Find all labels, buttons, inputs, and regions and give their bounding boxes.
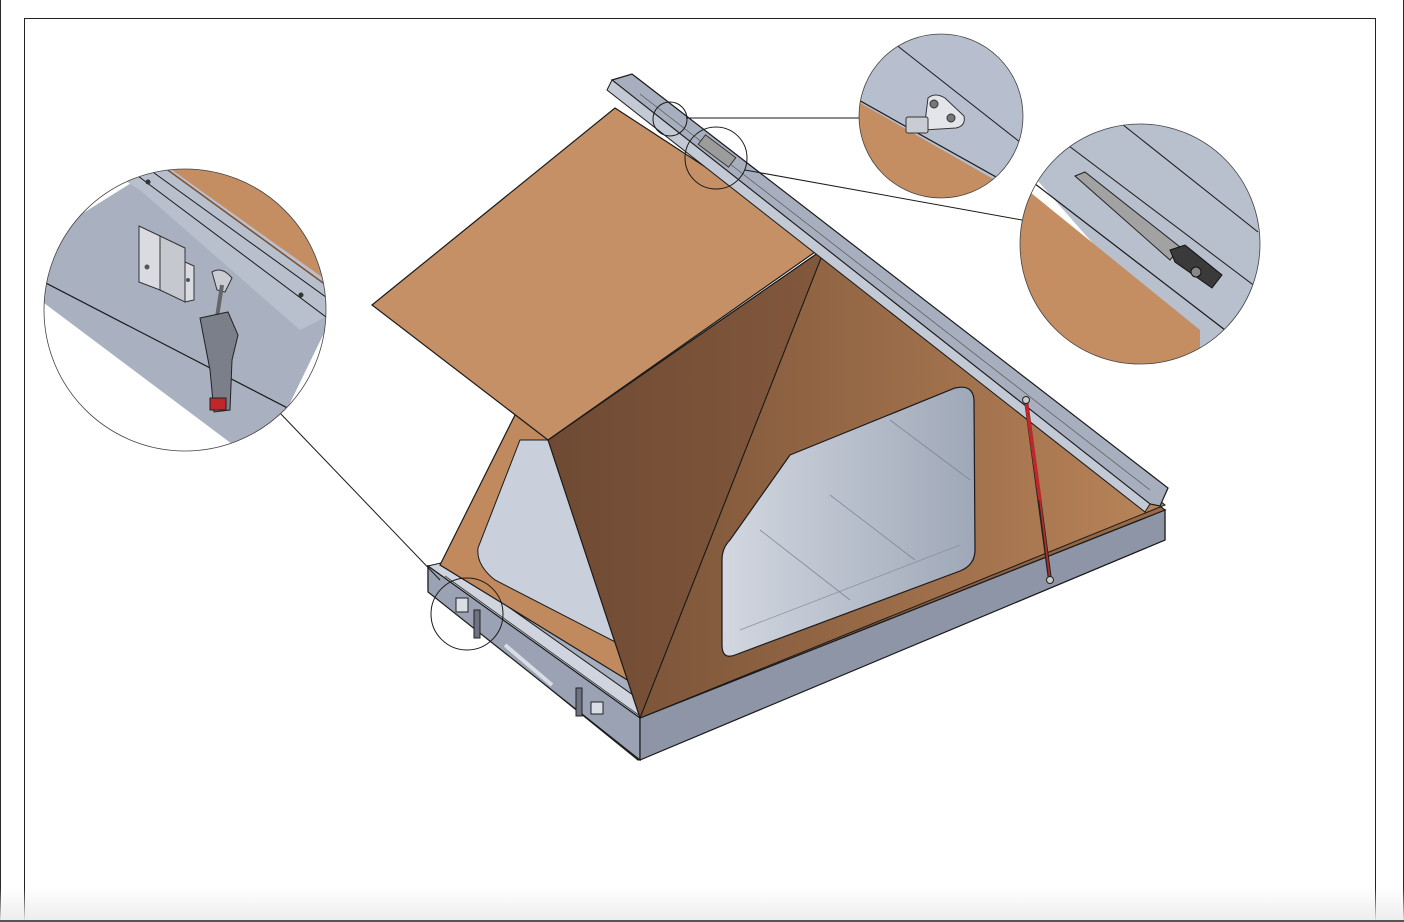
lock-callout-marker[interactable] <box>684 126 748 190</box>
side-window <box>721 386 976 657</box>
lock-handle-detail-callout <box>1019 123 1261 365</box>
viewer-bottom-border <box>0 920 1404 922</box>
gas-strut <box>1022 396 1054 584</box>
latch-detail-callout <box>43 168 327 452</box>
hinge-callout-marker[interactable] <box>652 101 688 137</box>
base-latch-hardware <box>455 597 604 717</box>
latch-callout-marker[interactable] <box>430 577 504 651</box>
viewer-left-edge <box>0 0 1 922</box>
viewer-bottom-shadow <box>0 888 1404 922</box>
hinge-tab-detail-callout <box>858 33 1024 199</box>
